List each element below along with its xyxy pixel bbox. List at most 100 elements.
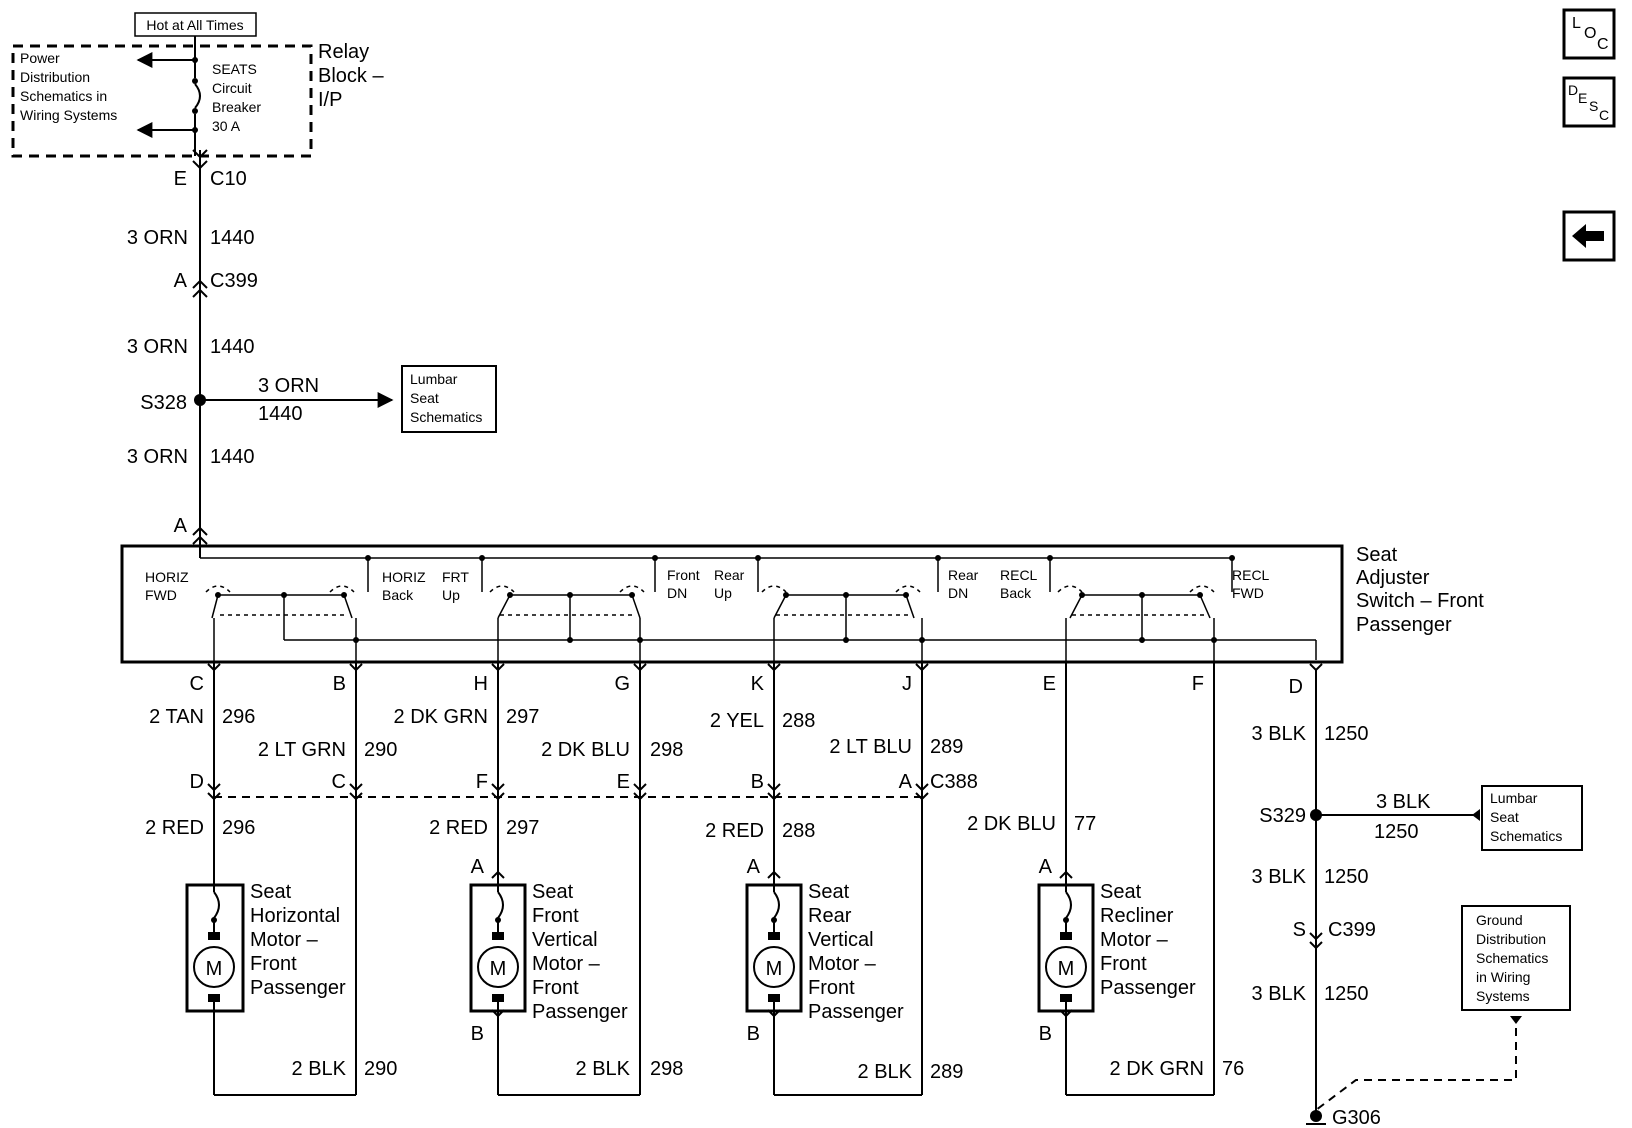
svg-text:Passenger: Passenger	[808, 1001, 904, 1023]
ground-wire	[1306, 670, 1326, 1125]
svg-text:76: 76	[1222, 1058, 1244, 1080]
svg-text:C: C	[332, 771, 346, 793]
svg-text:Front: Front	[1100, 953, 1147, 975]
wire-gauge: 3 BLK	[1252, 983, 1307, 1005]
svg-text:288: 288	[782, 820, 815, 842]
switch-position-labels: HORIZ FWD HORIZ Back FRT Up Front DN Rea…	[145, 567, 1270, 603]
svg-text:Motor –: Motor –	[808, 953, 877, 975]
motor-return-wires: 2 BLK 290 2 BLK 298 2 BLK 289 2 DK GRN 7…	[214, 1058, 1244, 1096]
svg-text:2 LT GRN: 2 LT GRN	[258, 739, 346, 761]
c399-pin: A	[174, 270, 188, 292]
seat-recliner-motor: M A B	[1037, 856, 1095, 1095]
svg-text:I/P: I/P	[318, 89, 342, 111]
ground-distribution-schematics-link[interactable]: Ground Distribution Schematics in Wiring…	[1461, 905, 1571, 1011]
svg-text:E: E	[1043, 673, 1056, 695]
svg-text:290: 290	[364, 1058, 397, 1080]
svg-text:Relay: Relay	[318, 41, 369, 63]
loc-button[interactable]: L O C	[1562, 8, 1616, 60]
svg-text:Schematics: Schematics	[410, 409, 482, 425]
svg-text:B: B	[333, 673, 346, 695]
seat-adjuster-switch	[120, 544, 1344, 664]
svg-text:FWD: FWD	[1232, 585, 1264, 601]
svg-text:297: 297	[506, 817, 539, 839]
c388-connector: D C F E B A C388	[190, 771, 978, 801]
svg-text:Motor –: Motor –	[250, 929, 319, 951]
svg-text:Horizontal: Horizontal	[250, 905, 340, 927]
svg-text:2 RED: 2 RED	[145, 817, 204, 839]
switch-pin-a: A	[174, 515, 188, 537]
wire-circuit: 1250	[1324, 866, 1369, 888]
power-distribution-reference: Power Distribution Schematics in Wiring …	[20, 50, 117, 123]
lumbar-seat-schematics-link-2[interactable]: Lumbar Seat Schematics	[1481, 785, 1583, 851]
svg-text:C: C	[1599, 107, 1609, 123]
svg-text:2 LT BLU: 2 LT BLU	[829, 736, 912, 758]
svg-text:HORIZ: HORIZ	[145, 569, 189, 585]
svg-text:2 DK BLU: 2 DK BLU	[541, 739, 630, 761]
seat-front-vertical-motor: M A B	[469, 856, 527, 1095]
svg-text:HORIZ: HORIZ	[382, 569, 426, 585]
svg-text:DN: DN	[667, 585, 687, 601]
s329-splice-label: S329	[1259, 805, 1306, 827]
svg-text:Passenger: Passenger	[532, 1001, 628, 1023]
seat-recliner-motor-label: Seat Recliner Motor – Front Passenger	[1100, 881, 1196, 999]
svg-text:G: G	[614, 673, 630, 695]
svg-text:Systems: Systems	[1476, 988, 1530, 1004]
svg-text:H: H	[474, 673, 488, 695]
c10-connector: C10	[210, 168, 247, 190]
back-arrow-icon	[1572, 224, 1604, 248]
svg-text:2 DK GRN: 2 DK GRN	[1110, 1058, 1204, 1080]
svg-text:Adjuster: Adjuster	[1356, 567, 1430, 589]
desc-button[interactable]: D E S C	[1562, 76, 1616, 128]
svg-text:K: K	[751, 673, 765, 695]
svg-text:Passenger: Passenger	[1356, 614, 1452, 636]
svg-text:Seat: Seat	[1490, 809, 1519, 825]
s328-splice-label: S328	[140, 392, 187, 414]
svg-text:Power: Power	[20, 50, 60, 66]
c10-pin: E	[174, 168, 187, 190]
seat-horizontal-motor: M	[185, 880, 245, 1095]
svg-text:2 DK BLU: 2 DK BLU	[967, 813, 1056, 835]
svg-text:77: 77	[1074, 813, 1096, 835]
svg-text:L: L	[1572, 15, 1581, 32]
wire-circuit: 1250	[1324, 983, 1369, 1005]
svg-text:RECL: RECL	[1000, 567, 1038, 583]
svg-text:2 DK GRN: 2 DK GRN	[394, 706, 488, 728]
svg-text:2 YEL: 2 YEL	[710, 710, 764, 732]
svg-text:Seat: Seat	[410, 390, 439, 406]
svg-text:Rear: Rear	[714, 567, 745, 583]
svg-text:A: A	[471, 856, 485, 878]
svg-text:2 BLK: 2 BLK	[576, 1058, 631, 1080]
svg-text:Rear: Rear	[808, 905, 852, 927]
seat-rear-vertical-motor: M A B	[745, 856, 803, 1095]
seat-rear-vertical-motor-label: Seat Rear Vertical Motor – Front Passeng…	[808, 881, 904, 1023]
svg-text:Up: Up	[714, 585, 732, 601]
svg-text:A: A	[899, 771, 913, 793]
svg-text:Switch – Front: Switch – Front	[1356, 590, 1484, 612]
svg-text:Seat: Seat	[532, 881, 574, 903]
wire-circuit: 1440	[210, 336, 255, 358]
c399-pin: S	[1293, 919, 1306, 941]
seat-front-vertical-motor-label: Seat Front Vertical Motor – Front Passen…	[532, 881, 628, 1023]
svg-text:Seat: Seat	[1100, 881, 1142, 903]
back-button[interactable]	[1562, 210, 1616, 262]
svg-text:296: 296	[222, 706, 255, 728]
c399-connector: C399	[210, 270, 258, 292]
upper-wire-labels: 2 TAN 296 2 LT GRN 290 2 DK GRN 297 2 DK…	[149, 706, 963, 761]
svg-text:RECL: RECL	[1232, 567, 1270, 583]
svg-text:C388: C388	[930, 771, 978, 793]
svg-text:Lumbar: Lumbar	[1490, 790, 1538, 806]
switch-internal-contacts	[205, 555, 1317, 660]
branch-circuit: 1440	[258, 403, 303, 425]
relay-block-label: Relay Block – I/P	[318, 41, 384, 111]
svg-text:Seat: Seat	[808, 881, 850, 903]
lumbar-seat-schematics-link[interactable]: Lumbar Seat Schematics	[401, 365, 497, 433]
seat-horizontal-motor-label: Seat Horizontal Motor – Front Passenger	[250, 881, 346, 999]
svg-text:Wiring Systems: Wiring Systems	[20, 107, 117, 123]
svg-text:D: D	[1289, 676, 1303, 698]
switch-output-terminals	[213, 618, 1215, 662]
g306-ground-label: G306	[1332, 1107, 1381, 1128]
svg-text:Hot at All Times: Hot at All Times	[146, 17, 243, 33]
wire-circuit: 1440	[210, 227, 255, 249]
svg-text:B: B	[747, 1023, 760, 1045]
svg-text:2 TAN: 2 TAN	[149, 706, 204, 728]
